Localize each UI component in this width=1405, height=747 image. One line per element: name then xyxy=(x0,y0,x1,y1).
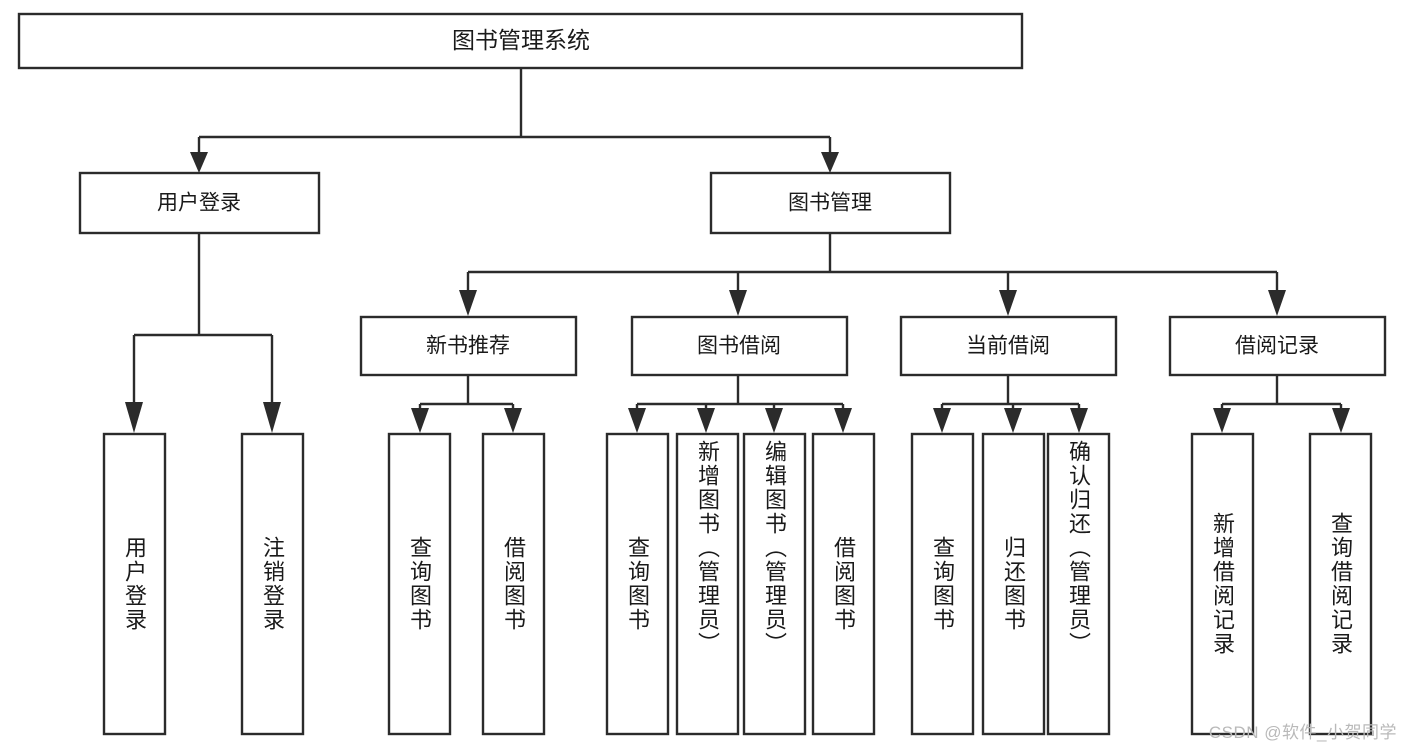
leaf-box-current-query-book[interactable] xyxy=(910,432,975,736)
leaf-box-record-query[interactable] xyxy=(1308,432,1373,736)
arrow-head-new-book-recommend xyxy=(459,290,477,316)
leaf-box-borrow-borrow-book[interactable] xyxy=(811,432,876,736)
arrow-head-borrow-leaf-3 xyxy=(765,408,783,433)
node-box-borrow-record[interactable] xyxy=(1168,315,1387,377)
node-label-borrow-record: 借阅记录 xyxy=(1235,335,1319,358)
node-box-new-book-recommend[interactable] xyxy=(359,315,578,377)
node-label-user-login: 用户登录 xyxy=(157,192,241,215)
node-label-root: 图书管理系统 xyxy=(452,27,590,53)
arrow-head-book-mgmt xyxy=(821,152,839,173)
arrow-head-record-leaf-1 xyxy=(1213,408,1231,433)
arrow-head-recommend-leaf-2 xyxy=(504,408,522,433)
arrow-head-leaf-user-login xyxy=(125,402,143,433)
leaf-box-logout[interactable] xyxy=(240,432,305,736)
node-box-root[interactable] xyxy=(17,12,1024,70)
arrow-head-current-leaf-3 xyxy=(1070,408,1088,433)
node-label-current-borrow: 当前借阅 xyxy=(966,335,1050,358)
arrow-head-current-leaf-1 xyxy=(933,408,951,433)
node-box-current-borrow[interactable] xyxy=(899,315,1118,377)
arrow-head-current-leaf-2 xyxy=(1004,408,1022,433)
arrow-head-recommend-leaf-1 xyxy=(411,408,429,433)
node-label-book-management: 图书管理 xyxy=(788,192,872,215)
leaf-box-recommend-borrow-book[interactable] xyxy=(481,432,546,736)
connector-layer xyxy=(125,68,1350,433)
node-label-book-borrow: 图书借阅 xyxy=(697,335,781,358)
leaf-box-current-confirm-return[interactable] xyxy=(1046,432,1111,736)
leaf-box-user-login[interactable] xyxy=(102,432,167,736)
leaf-box-borrow-edit-book[interactable] xyxy=(742,432,807,736)
arrow-head-book-borrow xyxy=(729,290,747,316)
node-box-user-login[interactable] xyxy=(78,171,321,235)
node-layer xyxy=(17,12,1387,736)
node-box-book-borrow[interactable] xyxy=(630,315,849,377)
leaf-box-recommend-query-book[interactable] xyxy=(387,432,452,736)
arrow-head-current-borrow xyxy=(999,290,1017,316)
node-label-new-book-recommend: 新书推荐 xyxy=(426,335,510,358)
arrow-head-borrow-record xyxy=(1268,290,1286,316)
leaf-box-record-add[interactable] xyxy=(1190,432,1255,736)
arrow-head-borrow-leaf-2 xyxy=(697,408,715,433)
arrow-head-borrow-leaf-1 xyxy=(628,408,646,433)
leaf-box-borrow-add-book[interactable] xyxy=(675,432,740,736)
arrow-head-leaf-logout xyxy=(263,402,281,433)
horizontal-label-layer: 图书管理系统 用户登录 图书管理 新书推荐 图书借阅 当前借阅 借阅记录 xyxy=(157,27,1319,357)
node-box-book-management[interactable] xyxy=(709,171,952,235)
leaf-box-borrow-query-book[interactable] xyxy=(605,432,670,736)
arrow-head-user-login xyxy=(190,152,208,173)
arrow-head-record-leaf-2 xyxy=(1332,408,1350,433)
watermark: CSDN @软件_小贺同学 xyxy=(1208,723,1397,742)
leaf-box-current-return-book[interactable] xyxy=(981,432,1046,736)
arrow-head-borrow-leaf-4 xyxy=(834,408,852,433)
